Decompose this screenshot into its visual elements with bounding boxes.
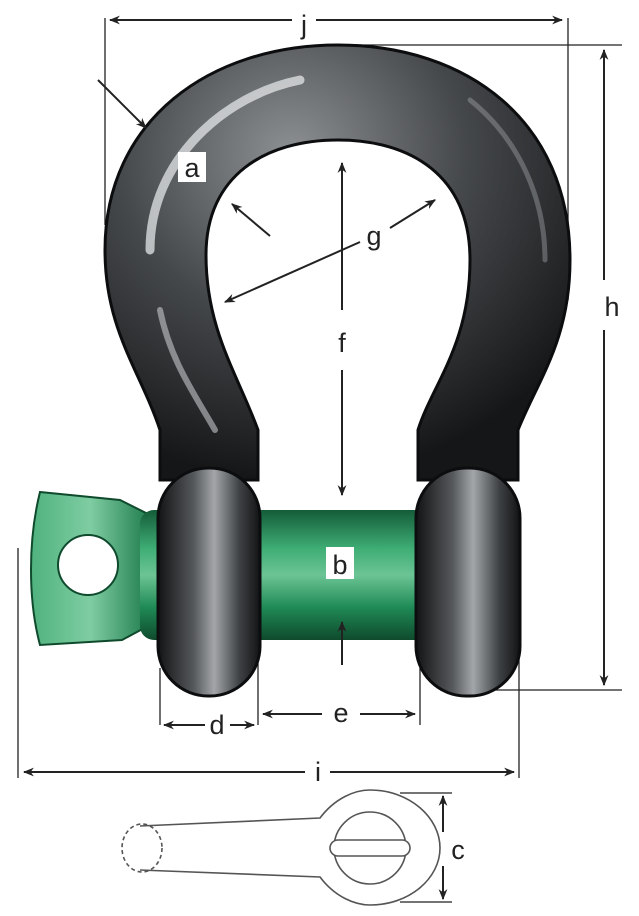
label-g: g (366, 221, 381, 251)
shackle-bow (103, 43, 572, 482)
label-a-box (178, 152, 206, 182)
label-j: j (300, 10, 307, 40)
label-b: b (332, 550, 347, 580)
label-h: h (604, 292, 619, 322)
label-a: a (184, 153, 200, 183)
label-i: i (315, 757, 321, 787)
shackle-bottom-view (121, 789, 441, 906)
shackle-ears (156, 466, 522, 698)
label-d: d (209, 710, 224, 740)
label-f: f (338, 328, 346, 358)
dimension-arrows (22, 15, 609, 901)
label-c: c (451, 835, 465, 865)
label-b-box (326, 547, 354, 579)
label-e: e (333, 698, 348, 728)
pin-eye-hole (57, 534, 119, 596)
